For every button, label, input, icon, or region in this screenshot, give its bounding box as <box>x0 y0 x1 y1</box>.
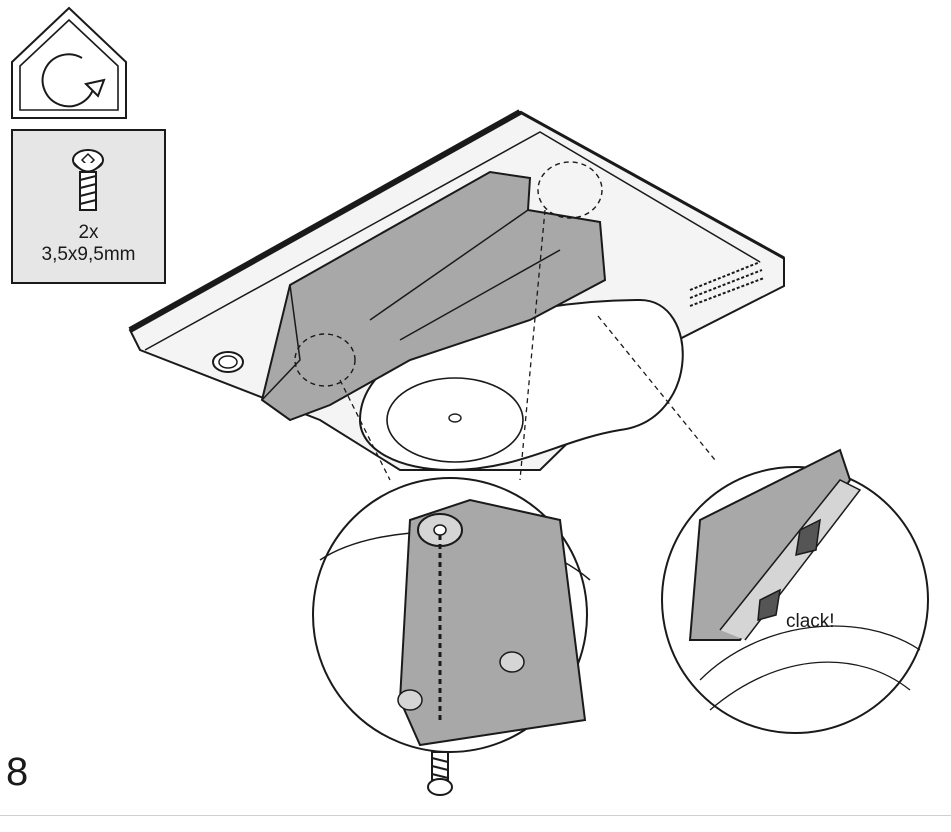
screw-panel <box>11 129 166 284</box>
screw-size-label: 3,5x9,5mm <box>41 244 136 265</box>
detail-screw-location <box>312 477 591 753</box>
screw-quantity-label: 2x <box>78 222 99 243</box>
bottom-divider <box>0 815 951 816</box>
step-number: 8 <box>6 750 29 794</box>
cooktop-underside <box>128 109 785 481</box>
house-rotate-icon <box>11 6 127 119</box>
screw-insert-icon <box>427 751 453 796</box>
torx-screw-icon <box>72 149 104 211</box>
detail-clip-snap: clack! <box>661 448 929 734</box>
clack-callout: clack! <box>786 611 835 632</box>
